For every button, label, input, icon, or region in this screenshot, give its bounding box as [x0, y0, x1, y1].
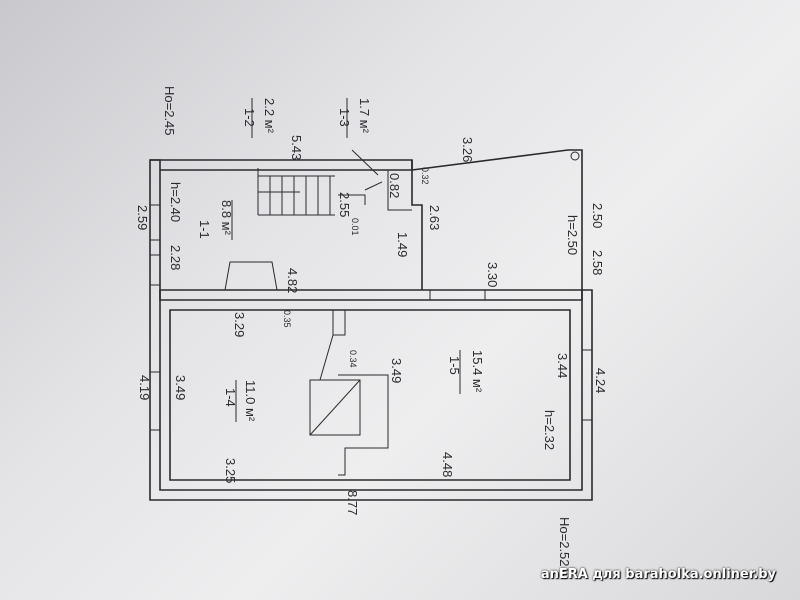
walls — [149, 149, 593, 501]
room-1-2-id: 1-2 — [242, 108, 257, 127]
dim-2-55: 2.55 — [337, 192, 352, 217]
labels: Ho=2.45 Ho=2.52 h=2.40 h=2.50 h=2.32 1-1… — [135, 86, 608, 567]
dim-2-63: 2.63 — [427, 205, 442, 230]
dim-2-28: 2.28 — [168, 245, 183, 270]
room-1-4-area: 11.0 м² — [243, 380, 258, 422]
room-1-5-area: 15.4 м² — [470, 350, 485, 393]
h-main-label: h=2.32 — [542, 410, 557, 450]
dim-3-25: 3.25 — [223, 458, 238, 483]
dim-5-43: 5.43 — [289, 135, 304, 160]
dim-0-32: 0.32 — [420, 167, 430, 185]
room-1-4-id: 1-4 — [223, 388, 238, 407]
dim-4-82: 4.82 — [285, 268, 300, 293]
dim-2-50: 2.50 — [590, 203, 605, 228]
dim-8-77: 8.77 — [345, 490, 360, 515]
h-left-label: h=2.40 — [168, 182, 183, 222]
room-1-2-area: 2.2 м² — [262, 98, 277, 134]
dim-3-49-a: 3.49 — [173, 375, 188, 400]
dim-0-34: 0.34 — [348, 350, 358, 368]
dim-3-26: 3.26 — [460, 137, 475, 162]
ho-top-label: Ho=2.45 — [162, 86, 177, 136]
dim-3-49-b: 3.49 — [389, 358, 404, 383]
dim-2-58: 2.58 — [590, 250, 605, 275]
dim-3-44: 3.44 — [555, 353, 570, 378]
dim-1-49: 1.49 — [395, 232, 410, 257]
ho-bottom-label: Ho=2.52 — [557, 517, 572, 567]
dim-0-01: 0.01 — [350, 218, 360, 236]
h-right-label: h=2.50 — [565, 215, 580, 255]
dim-3-30: 3.30 — [485, 262, 500, 287]
watermark: anERA для baraholka.onliner.by — [540, 567, 776, 582]
room-1-3-area: 1.7 м² — [357, 98, 372, 134]
room-1-3-id: 1-3 — [337, 108, 352, 127]
room-1-1-area: 8.8 м² — [219, 200, 234, 236]
dim-0-82: 0.82 — [387, 173, 402, 198]
room-1-1-id: 1-1 — [197, 220, 212, 239]
room-1-5-id: 1-5 — [447, 356, 462, 375]
dim-3-29: 3.29 — [232, 312, 247, 337]
dim-0-35: 0.35 — [282, 310, 292, 328]
dim-2-59: 2.59 — [135, 205, 150, 230]
dim-4-19: 4.19 — [137, 375, 152, 400]
dim-4-48: 4.48 — [440, 452, 455, 477]
dim-4-24: 4.24 — [593, 368, 608, 393]
